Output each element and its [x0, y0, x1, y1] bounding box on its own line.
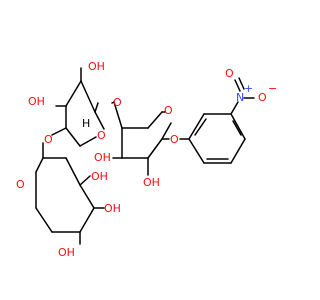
- label-ring-b-oh-left: OH: [28, 95, 45, 108]
- bond-ringb-1: [94, 111, 105, 130]
- canvas-background: [0, 0, 300, 300]
- bond-benzene-inner-3: [194, 118, 207, 136]
- label-nitro-o-charge: −: [268, 82, 277, 95]
- label-link-bc-o: O: [113, 96, 122, 109]
- bond-benzene-inner-1: [232, 120, 242, 136]
- bond-benzene-4: [188, 138, 205, 164]
- bond-ringa-9: [65, 157, 81, 186]
- bond-benzene-5: [188, 113, 205, 140]
- bonds: [35, 67, 255, 245]
- bond-ringa-3: [35, 157, 44, 173]
- label-ring-c-oh-bottom: OH: [143, 176, 160, 189]
- label-ring-c-oh-left: OH: [94, 151, 111, 164]
- label-ring-b-h: H: [82, 117, 90, 130]
- bond-link-bc-1: [111, 101, 115, 104]
- label-ring-a-oh-2: OH: [104, 202, 121, 215]
- label-link-ab-o: O: [44, 133, 53, 146]
- bond-ringc-2: [147, 138, 163, 159]
- bond-ringc-1: [161, 122, 172, 140]
- bond-ringb-7: [65, 127, 81, 147]
- bond-ringb-9: [51, 127, 67, 136]
- bond-ringb-2: [80, 80, 96, 113]
- bond-ringa-5: [35, 207, 53, 233]
- label-ring-b-o: O: [97, 129, 106, 142]
- bond-ringa-12: [79, 175, 91, 186]
- molecule-diagram: O N + O − O O OH OH O O OH OH H O O OH O…: [0, 0, 300, 300]
- bond-ringc-6: [147, 111, 163, 129]
- label-ring-b-oh-top: OH: [88, 60, 105, 73]
- bond-ringa-7: [79, 207, 95, 233]
- bond-ringb-4: [65, 80, 82, 107]
- bond-ringa-8: [79, 184, 95, 209]
- label-ring-a-o: O: [16, 178, 25, 191]
- label-ring-a-oh-1: OH: [91, 170, 108, 183]
- label-nitro-n: N: [236, 91, 244, 104]
- label-ring-c-o: O: [164, 104, 173, 117]
- label-nitro-o-right: O: [258, 91, 267, 104]
- bond-n-aromatic: [230, 101, 239, 115]
- bond-benzene-1: [230, 113, 246, 140]
- bond-ringb-8: [79, 136, 97, 147]
- bond-ringc-10: [113, 101, 123, 129]
- label-ring-a-oh-3: OH: [58, 246, 75, 259]
- label-phenoxy-o: O: [170, 133, 179, 146]
- label-nitro-o-top: O: [225, 67, 234, 80]
- label-nitro-n-charge: +: [244, 82, 253, 95]
- atom-labels: O N + O − O O OH OH O O OH OH H O O OH O…: [16, 60, 277, 259]
- bond-n-o-top: [234, 79, 241, 92]
- bond-n-o-top-double: [238, 77, 245, 90]
- bond-benzene-2: [230, 138, 246, 164]
- bond-link-bc-2: [94, 102, 99, 113]
